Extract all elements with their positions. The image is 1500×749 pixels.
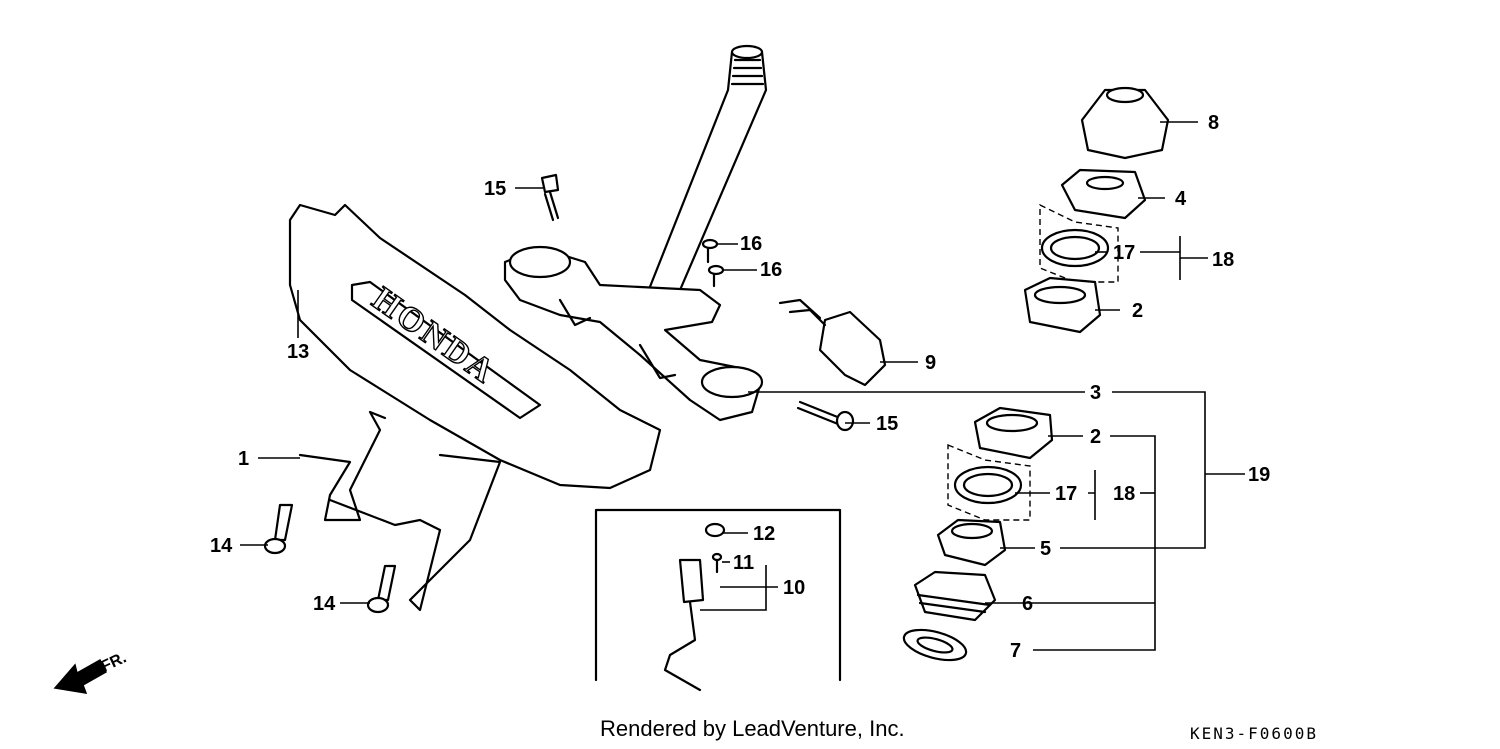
- callout-15-lower: 15: [876, 413, 898, 435]
- callout-17-upper: 17: [1113, 242, 1135, 264]
- steel-ball-17-upper[interactable]: [1040, 228, 1110, 268]
- bolt-14-lower[interactable]: [366, 564, 397, 614]
- callout-18-lower: 18: [1113, 483, 1135, 505]
- callout-2-upper: 2: [1132, 300, 1143, 322]
- bolt-15-lower[interactable]: [796, 400, 855, 432]
- screw-16-lower[interactable]: [707, 264, 725, 288]
- diagram-code: KEN3-F0600B: [1190, 724, 1318, 743]
- callout-15-upper: 15: [484, 178, 506, 200]
- callout-14-lower: 14: [313, 593, 336, 615]
- lower-race-2[interactable]: [973, 406, 1054, 460]
- callout-12: 12: [753, 523, 775, 545]
- top-cone-race-8[interactable]: [1080, 86, 1170, 160]
- callout-18-upper: 18: [1212, 249, 1234, 271]
- arrow-icon: [53, 658, 107, 694]
- callout-17-lower: 17: [1055, 483, 1077, 505]
- dust-seal-6[interactable]: [913, 570, 997, 622]
- washer-7[interactable]: [901, 624, 970, 666]
- render-credit: Rendered by LeadVenture, Inc.: [600, 716, 905, 741]
- pin-11[interactable]: [711, 552, 723, 574]
- callout-7: 7: [1010, 640, 1021, 662]
- callout-16-lower: 16: [760, 259, 782, 281]
- bolt-14-upper[interactable]: [263, 503, 294, 555]
- bolt-15-upper[interactable]: [540, 173, 560, 222]
- upper-race-4[interactable]: [1060, 168, 1147, 220]
- callout-4: 4: [1175, 188, 1187, 210]
- direction-label: FR.: [99, 649, 130, 675]
- callout-10: 10: [783, 577, 805, 599]
- callout-6: 6: [1022, 593, 1033, 615]
- leader-lines: [240, 121, 1245, 651]
- callout-11: 11: [733, 552, 754, 574]
- callout-19: 19: [1248, 464, 1270, 486]
- callout-8: 8: [1208, 112, 1219, 134]
- callout-9: 9: [925, 352, 936, 374]
- callout-16-upper: 16: [740, 233, 762, 255]
- lower-race-5[interactable]: [936, 518, 1007, 567]
- steel-ball-17-lower[interactable]: [953, 465, 1023, 505]
- steering-lock[interactable]: [778, 298, 887, 387]
- front-direction-arrow: FR.: [53, 649, 130, 694]
- callout-13: 13: [287, 341, 309, 363]
- upper-race-2[interactable]: [1023, 276, 1102, 334]
- cover-stay[interactable]: [298, 410, 502, 612]
- callout-3: 3: [1090, 382, 1101, 404]
- callout-1: 1: [238, 448, 249, 470]
- callout-2-lower: 2: [1090, 426, 1101, 448]
- callout-5: 5: [1040, 538, 1051, 560]
- callout-14-upper: 14: [210, 535, 233, 557]
- group-18-lower-box: [947, 443, 1031, 521]
- screw-16-upper[interactable]: [701, 238, 719, 264]
- steering-stem[interactable]: [503, 44, 768, 422]
- washer-12[interactable]: [704, 522, 726, 538]
- fork-top-cover[interactable]: HONDA: [288, 203, 662, 490]
- key-cylinder-10[interactable]: [663, 558, 705, 692]
- key-set-inset: [594, 508, 842, 682]
